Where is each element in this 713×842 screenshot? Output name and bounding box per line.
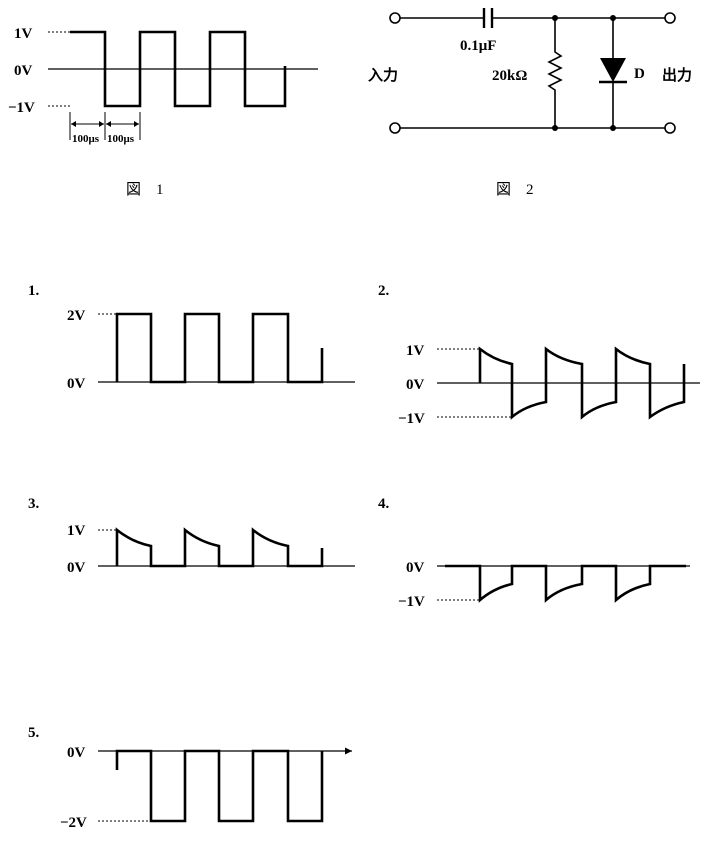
option-4-number: 4. — [378, 496, 390, 512]
option-4-label-neg1v: −1V — [398, 594, 425, 610]
fig1-period-label-2: 100μs — [107, 133, 135, 145]
fig2-caption: 図 2 — [496, 181, 534, 198]
fig1-level-zero: 0V — [14, 63, 33, 79]
input-label: 入力 — [368, 66, 398, 84]
resistor-symbol — [547, 18, 563, 128]
option-5-label-0v: 0V — [67, 745, 86, 761]
option-3-label-1v: 1V — [67, 523, 86, 539]
output-label: 出力 — [662, 66, 692, 84]
diode-triangle — [600, 58, 626, 82]
option-1-label-0v: 0V — [67, 376, 86, 392]
option-4-waveform — [445, 564, 686, 603]
fig1-period-label-1: 100μs — [72, 133, 100, 145]
input-terminal-top — [389, 12, 401, 24]
fig1-square-wave — [70, 30, 287, 108]
option-5-label-neg2v: −2V — [60, 815, 87, 831]
option-2-label-1v: 1V — [406, 343, 425, 359]
option-2-label-0v: 0V — [406, 377, 425, 393]
option-2: 2. 1V 0V −1V — [378, 283, 700, 427]
option-5-axis-arrow — [345, 747, 352, 755]
figure-2: 0.1μF 20kΩ D 入力 出力 図 2 — [368, 8, 692, 198]
option-3-number: 3. — [28, 496, 40, 512]
diode-label: D — [634, 66, 645, 82]
capacitor-label: 0.1μF — [460, 38, 496, 54]
option-5-waveform — [115, 749, 324, 823]
input-terminal-bottom — [389, 122, 401, 134]
fig1-level-low: −1V — [8, 100, 35, 116]
figure-1: 1V 0V −1V 100μs 100μs 図 1 — [8, 26, 318, 198]
option-2-number: 2. — [378, 283, 390, 299]
option-5: 5. 0V −2V — [28, 725, 352, 831]
fig1-level-high: 1V — [14, 26, 33, 42]
option-2-waveform — [478, 346, 686, 420]
option-1-number: 1. — [28, 283, 40, 299]
option-4: 4. 0V −1V — [378, 496, 690, 610]
option-3: 3. 1V 0V — [28, 496, 355, 576]
output-terminal-top — [664, 12, 676, 24]
option-4-label-0v: 0V — [406, 560, 425, 576]
option-1-label-2v: 2V — [67, 308, 86, 324]
option-5-number: 5. — [28, 725, 40, 741]
option-1: 1. 2V 0V — [28, 283, 355, 392]
output-terminal-bottom — [664, 122, 676, 134]
option-1-waveform — [115, 312, 324, 384]
option-3-waveform — [115, 527, 324, 568]
option-2-label-neg1v: −1V — [398, 411, 425, 427]
fig1-caption: 図 1 — [126, 181, 164, 198]
resistor-label: 20kΩ — [492, 68, 527, 84]
option-3-label-0v: 0V — [67, 560, 86, 576]
